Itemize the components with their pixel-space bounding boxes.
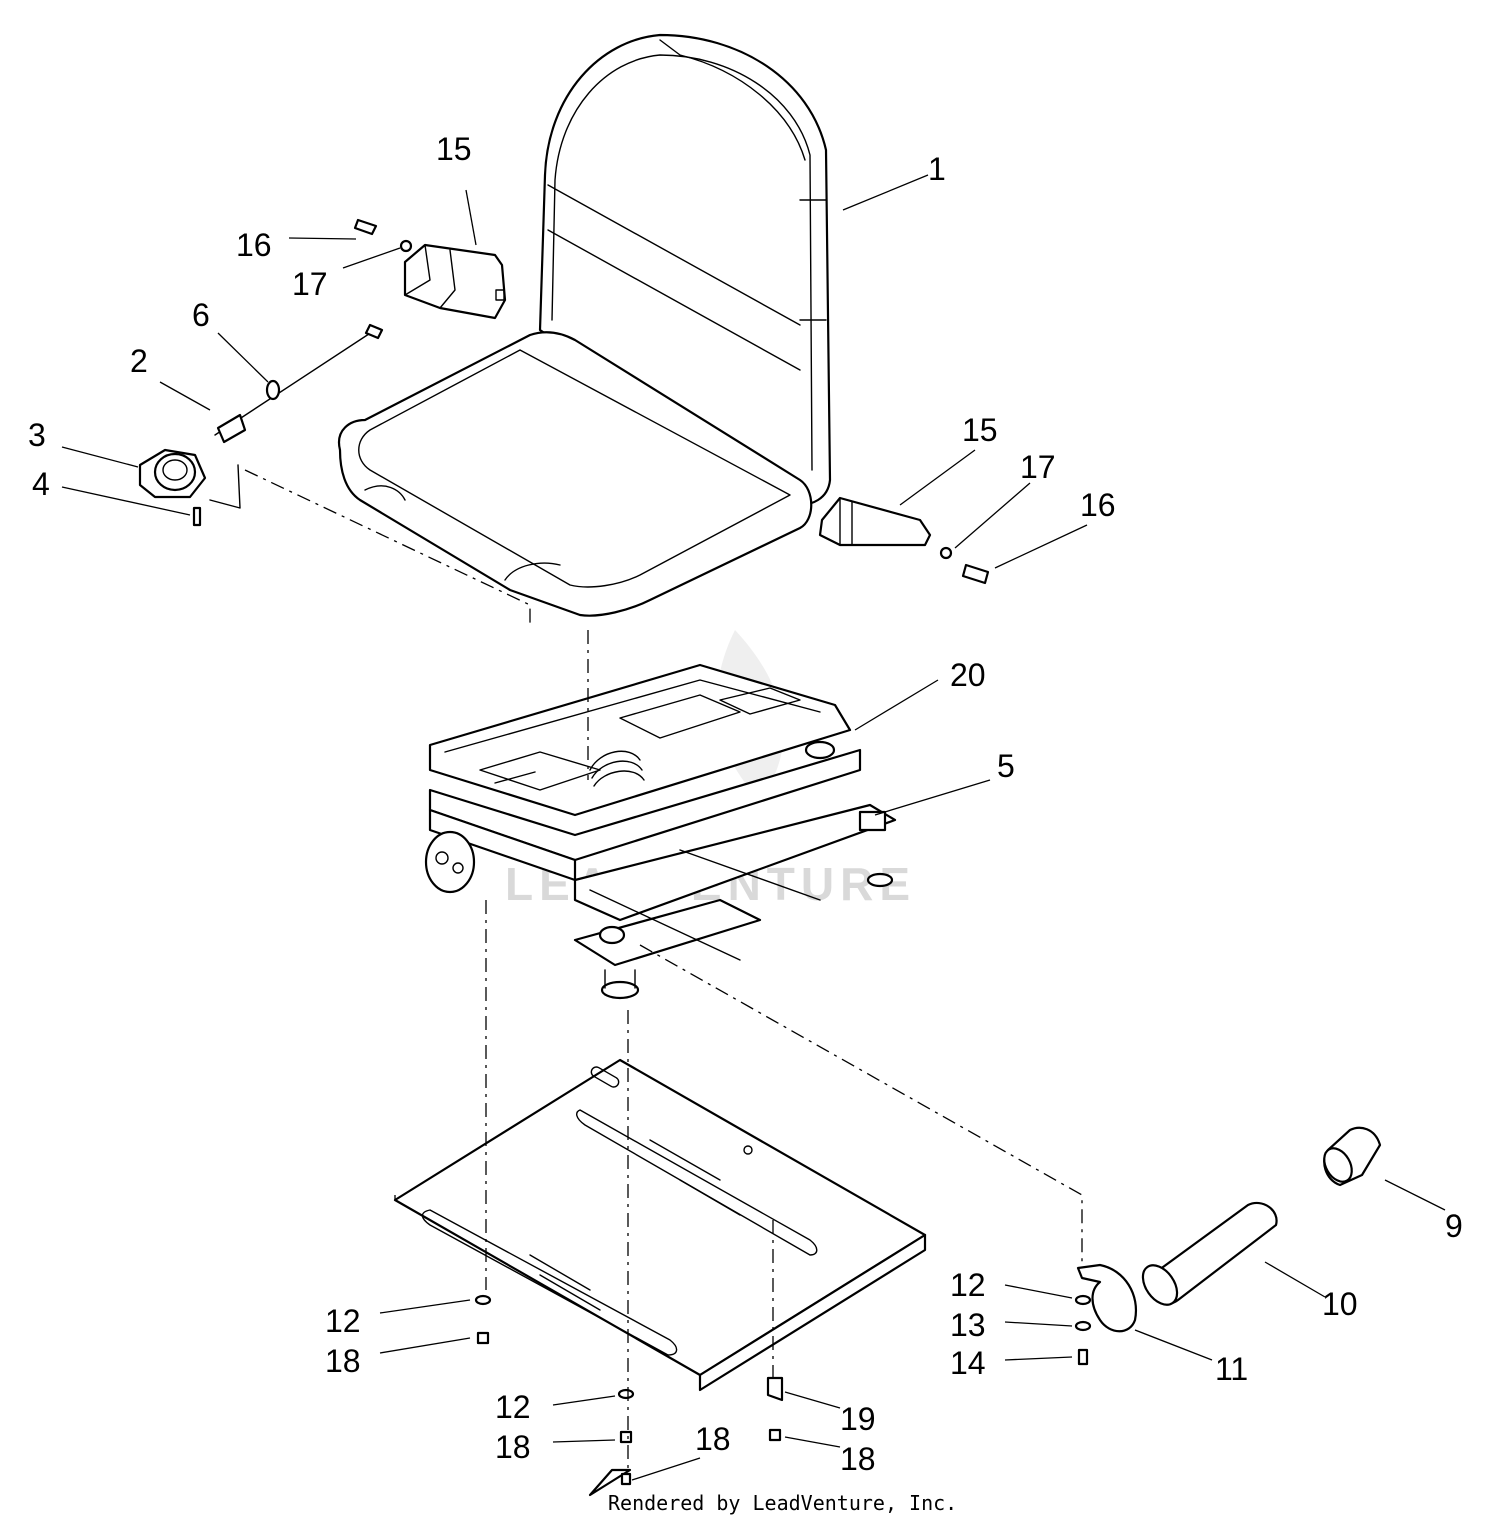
- rendered-by-credit: Rendered by LeadVenture, Inc.: [608, 1491, 957, 1515]
- callout-3: 3: [28, 417, 46, 453]
- fasteners: [474, 1294, 1092, 1497]
- callout-9: 9: [1445, 1208, 1463, 1244]
- callout-11: 11: [1215, 1351, 1248, 1387]
- callout-12-bottom: 12: [495, 1389, 531, 1425]
- seat-part: [337, 33, 832, 617]
- assembly-lines: [244, 469, 1083, 1470]
- seat-suspension-part: [424, 663, 897, 1000]
- left-armrest-bracket: [353, 218, 507, 320]
- callout-1: 1: [928, 151, 946, 187]
- callout-20: 20: [950, 657, 986, 693]
- callout-17-right: 17: [1020, 449, 1056, 485]
- callout-19: 19: [840, 1401, 876, 1437]
- callout-16: 16: [236, 227, 272, 263]
- leader-lines: [61, 174, 1446, 1481]
- callout-15-right: 15: [962, 412, 998, 448]
- callout-16-right: 16: [1080, 487, 1116, 523]
- callout-18-lower: 18: [695, 1421, 731, 1457]
- callout-12-left: 12: [325, 1303, 361, 1339]
- callout-18-right: 18: [840, 1441, 876, 1477]
- manual-canister-parts: [1076, 1126, 1382, 1333]
- callout-12-right: 12: [950, 1267, 986, 1303]
- callout-18-bottom: 18: [495, 1429, 531, 1465]
- callout-5: 5: [997, 748, 1015, 784]
- callout-18-left: 18: [325, 1343, 361, 1379]
- seat-switch-harness: [138, 323, 384, 527]
- callout-13: 13: [950, 1307, 986, 1343]
- callout-4: 4: [32, 466, 50, 502]
- callout-14: 14: [950, 1345, 986, 1381]
- callout-2: 2: [130, 343, 148, 379]
- callout-17: 17: [292, 266, 328, 302]
- right-armrest-bracket: [818, 496, 990, 585]
- callout-6: 6: [192, 297, 210, 333]
- callout-15: 15: [436, 131, 472, 167]
- callout-labels: 1 15 16 17 6 2 3 4 15 17 16 20 5 9 10 12…: [28, 131, 1463, 1477]
- seat-base-plate: [393, 1058, 927, 1392]
- callout-10: 10: [1322, 1286, 1358, 1322]
